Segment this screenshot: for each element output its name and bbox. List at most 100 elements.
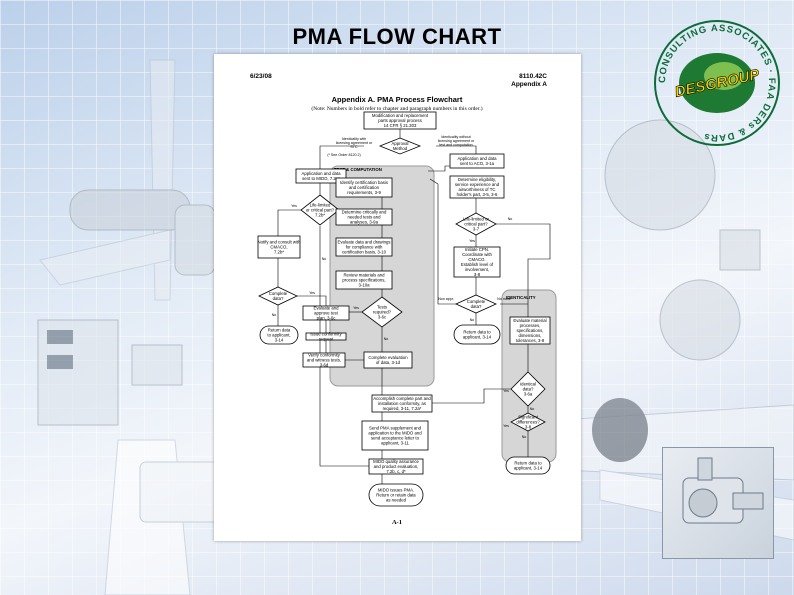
evaluate-material-box-line: dimensions, bbox=[519, 333, 542, 338]
life-limited-left-diamond-line: Life-limited bbox=[310, 203, 331, 208]
tests-required-diamond-line: 3-6c bbox=[378, 314, 387, 319]
connector bbox=[277, 209, 302, 236]
complete-evaluation-box-line: of data, 3-1d bbox=[376, 360, 401, 365]
identify-certification-box-line: Identify certification basis bbox=[340, 180, 388, 185]
evaluate-material-box-line: processes, bbox=[520, 323, 541, 328]
branch-label: Yes bbox=[353, 306, 359, 310]
aco-application-box-line: Application and data bbox=[458, 156, 498, 161]
branch-label: No bbox=[470, 318, 475, 322]
evaluate-material-box-line: tolerances, 3-8 bbox=[516, 338, 545, 343]
mido-application-box-line: sent to MIDO, 7.2a* bbox=[302, 176, 340, 181]
verify-conformity-box-line: 3-6d bbox=[320, 362, 329, 367]
determine-eligibility-box-line: Determine eligibility, bbox=[458, 177, 496, 182]
return-bottom-box-line: Return data to bbox=[514, 461, 542, 466]
complete-data-right-diamond-line: data? bbox=[471, 304, 482, 309]
branch-label: No bbox=[522, 435, 527, 439]
accomplish-conformity-box bbox=[371, 394, 433, 413]
complete-evaluation-box-line: Complete evaluation bbox=[368, 355, 408, 360]
evaluate-approve-box bbox=[302, 305, 350, 321]
return-left-box-line: 3-14 bbox=[275, 337, 284, 342]
determine-critical-box bbox=[335, 208, 393, 226]
complete-data-right-diamond bbox=[455, 294, 497, 314]
return-bottom-box-line: applicant, 3-14 bbox=[514, 465, 543, 470]
tests-required-diamond-line: Tests bbox=[377, 305, 387, 310]
doc-order: 8110.42C bbox=[519, 73, 547, 80]
identicality-lic-label: STC bbox=[350, 145, 358, 149]
significant-differences-diamond-line: 3-8 bbox=[525, 424, 532, 429]
determine-critical-box-line: analyses, 3-9a bbox=[350, 219, 379, 224]
valve-illustration bbox=[682, 457, 764, 524]
branch-label: No bbox=[530, 407, 535, 411]
mido-issues-box-line: as needed bbox=[386, 497, 407, 502]
identify-certification-box-line: requirements, 3-9 bbox=[347, 190, 381, 195]
start-box bbox=[363, 111, 437, 130]
review-materials-box-line: Review materials and bbox=[343, 273, 385, 278]
review-materials-box-line: 3-10a bbox=[359, 282, 371, 287]
evaluate-material-box-line: specifications, bbox=[517, 328, 544, 333]
branch-label: No bbox=[384, 337, 389, 341]
mido-qa-box-line: and product evaluation, bbox=[374, 464, 419, 469]
identicality-without-label: test and computation bbox=[439, 143, 472, 147]
life-limited-right-diamond-line: critical part? bbox=[464, 222, 488, 227]
doc-date: 6/23/08 bbox=[250, 73, 272, 80]
connector bbox=[297, 295, 327, 306]
approval-method-diamond-line: Method bbox=[393, 146, 408, 151]
test-computation-header: TEST & COMPUTATION bbox=[334, 167, 382, 172]
notify-cmaco-box bbox=[257, 235, 301, 259]
branch-label: Yes bbox=[503, 389, 509, 393]
aco-application-box bbox=[449, 153, 505, 169]
initiate-cpn-box-line: Initiate CPN. bbox=[465, 247, 489, 252]
life-limited-right-diamond bbox=[455, 212, 497, 236]
return-right-box-line: applicant, 3-14 bbox=[463, 334, 492, 339]
initiate-cpn-box-line: Establish level of bbox=[461, 262, 494, 267]
start-box-line: 14 CFR § 21.303 bbox=[384, 123, 417, 128]
identicality-lic-label: (* See Order 8120.2) bbox=[327, 153, 360, 157]
return-right-box bbox=[453, 324, 501, 345]
life-limited-right-diamond-line: 3-7 bbox=[473, 226, 480, 231]
branch-label: No bbox=[272, 313, 277, 317]
mido-issues-box-line: MIDO issues PMA. bbox=[378, 488, 414, 493]
start-box-line: Modification and replacement bbox=[372, 113, 429, 118]
evaluate-drawings-box bbox=[335, 237, 393, 257]
evaluate-material-box-line: Evaluate material bbox=[513, 318, 546, 323]
identicality-without-label: licensing agreement or bbox=[438, 139, 475, 143]
mido-application-box-line: Application and data bbox=[302, 171, 342, 176]
mido-issues-box bbox=[368, 483, 424, 507]
start-box-line: parts approval process bbox=[378, 118, 421, 123]
complete-evaluation-box bbox=[363, 351, 413, 369]
verify-conformity-box-line: Verify conformity bbox=[308, 353, 341, 358]
issue-conformity-box bbox=[305, 332, 347, 341]
evaluate-approve-box-line: plan, 3-6c bbox=[317, 315, 337, 320]
identical-data-diamond-line: 3-6a bbox=[524, 391, 533, 396]
identicality-lic-label: licensing agreement or bbox=[336, 141, 373, 145]
evaluate-drawings-box-line: certification basis, 3-10 bbox=[342, 249, 387, 254]
branch-label: Non appr. bbox=[438, 297, 454, 301]
identical-data-diamond bbox=[510, 371, 546, 407]
branch-label: Yes bbox=[291, 204, 297, 208]
life-limited-left-diamond bbox=[300, 194, 340, 226]
identicality-header: IDENTICALITY bbox=[506, 295, 536, 300]
identify-certification-box-line: and certification bbox=[349, 185, 380, 190]
evaluate-drawings-box-line: Evaluate data and drawings bbox=[337, 240, 390, 245]
evaluate-approve-box-line: Evaluate and bbox=[313, 306, 339, 311]
complete-data-left-diamond bbox=[258, 286, 298, 306]
notify-cmaco-box-line: 7.2b* bbox=[274, 249, 284, 254]
issue-conformity-box-line: Issue conformity bbox=[310, 332, 342, 337]
verify-conformity-box-line: and witness tests, bbox=[307, 358, 341, 363]
evaluate-approve-box-line: approve test bbox=[314, 311, 338, 316]
slide-title: PMA FLOW CHART bbox=[292, 24, 502, 49]
verify-conformity-box bbox=[302, 352, 346, 368]
return-bottom-box bbox=[505, 456, 551, 475]
life-limited-left-diamond-line: 7.2b* bbox=[315, 212, 325, 217]
evaluate-material-box bbox=[509, 316, 551, 345]
life-limited-left-diamond-line: or critical part? bbox=[306, 208, 335, 213]
issue-conformity-box-line: request bbox=[319, 336, 334, 341]
part-photo bbox=[662, 447, 774, 559]
review-materials-box-line: process specifications, bbox=[342, 278, 385, 283]
identicality-without-label: Identicality without bbox=[441, 135, 470, 139]
mido-issues-box-line: Return or retain data bbox=[376, 493, 416, 498]
branch-label: No bbox=[508, 217, 513, 221]
connector bbox=[319, 145, 364, 169]
identicality-lic-label: Identicality with bbox=[342, 137, 366, 141]
